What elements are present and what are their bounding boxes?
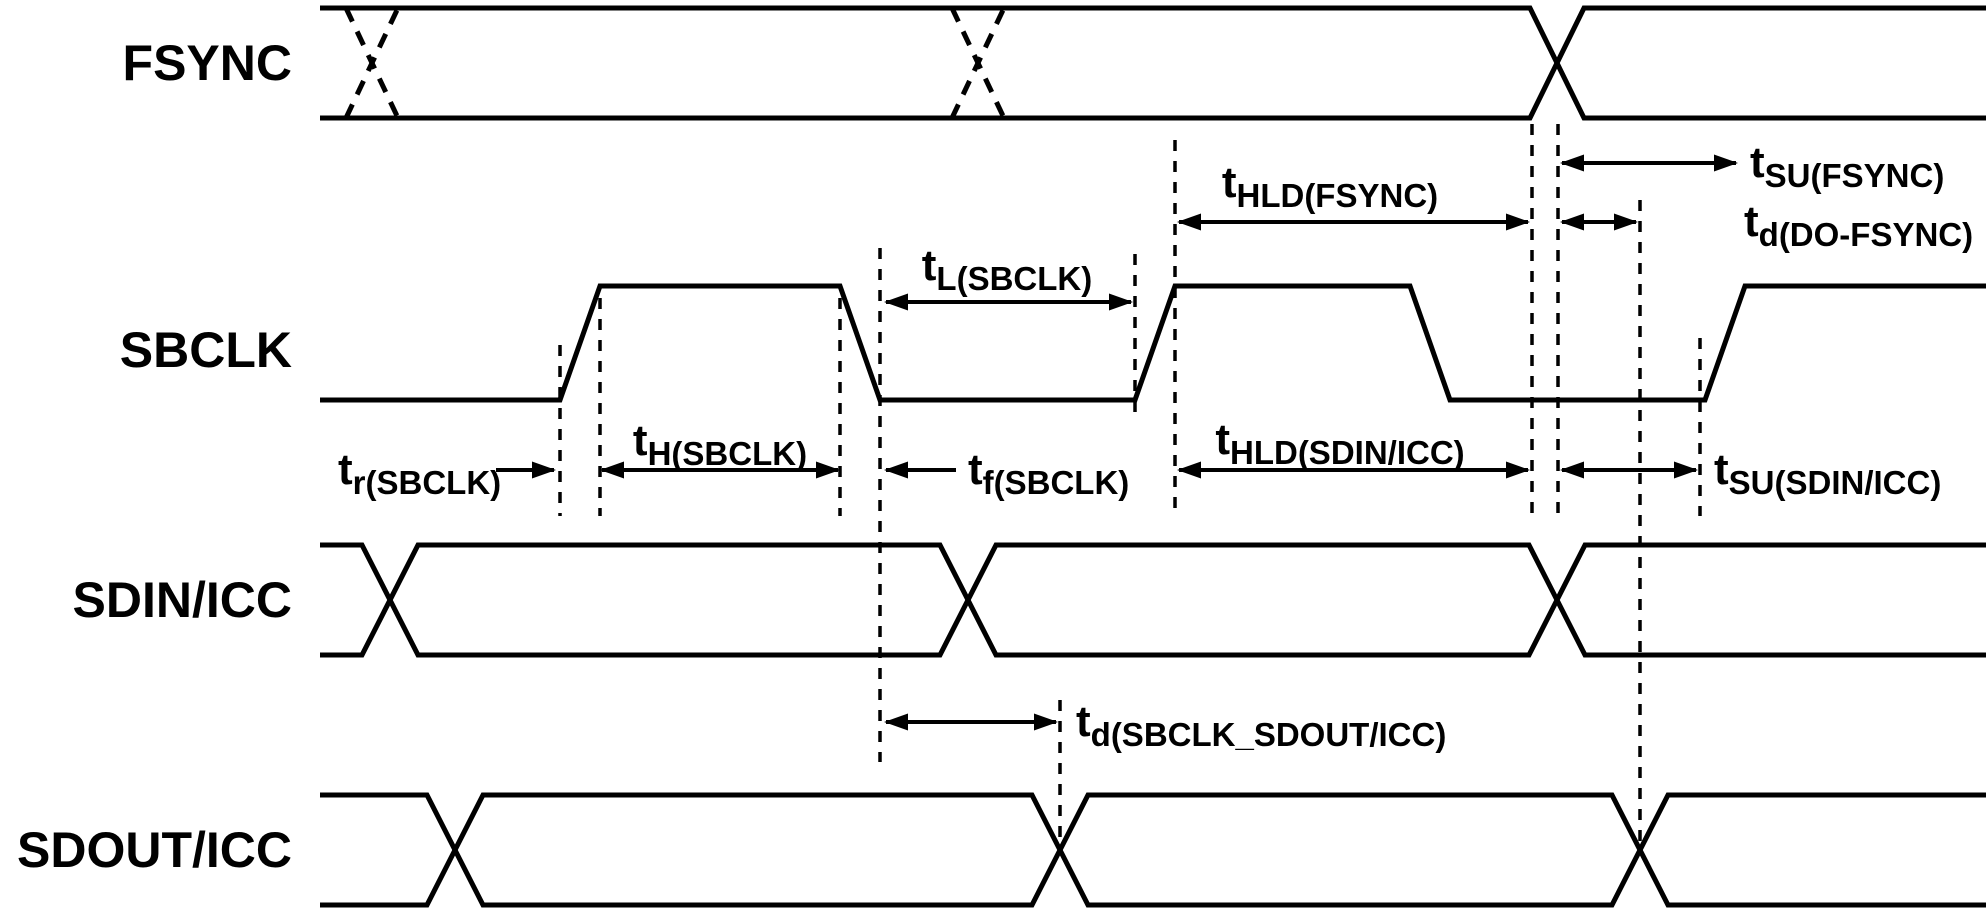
t-d-do-fsync-sub: d(DO-FSYNC): [1758, 216, 1974, 253]
fsync-dont-care-x1b: [343, 6, 401, 120]
fsync-dont-care-x2b: [949, 6, 1007, 120]
fsync-rail-b: [320, 5, 1986, 121]
signal-label-sdout-icc: SDOUT/ICC: [17, 822, 292, 878]
t-d-sdout-base: t: [1076, 697, 1091, 746]
fsync-rail-a: [320, 5, 1986, 121]
timing-reference-lines: [558, 124, 1702, 846]
sbclk-trace: [320, 283, 1986, 403]
t-hld-sdin-sub: HLD(SDIN/ICC): [1230, 434, 1465, 471]
label-t-hld-sdin-icc: tHLD(SDIN/ICC): [1215, 416, 1464, 477]
t-h-base: t: [632, 416, 648, 465]
sbclk-waveform: [320, 283, 1986, 403]
label-t-su-fsync: tSU(FSYNC): [1750, 139, 1944, 200]
signal-label-fsync: FSYNC: [122, 35, 292, 91]
label-t-su-sdin-icc: tSU(SDIN/ICC): [1714, 446, 1941, 507]
label-t-hld-fsync: tHLD(FSYNC): [1222, 159, 1438, 220]
sdin-rail-b: [320, 542, 1986, 658]
t-su-fsync-base: t: [1750, 138, 1765, 187]
t-l-sub: L(SBCLK): [936, 260, 1093, 297]
sdout-rail-b: [320, 792, 1986, 908]
t-f-base: t: [968, 445, 983, 494]
label-t-h-sbclk: tH(SBCLK): [633, 417, 807, 478]
fsync-dont-care-transitions: [343, 6, 1007, 120]
label-t-f-sbclk: tf(SBCLK): [968, 446, 1129, 507]
t-r-sub: r(SBCLK): [352, 464, 502, 501]
label-t-r-sbclk: tr(SBCLK): [338, 446, 501, 507]
label-t-l-sbclk: tL(SBCLK): [922, 242, 1092, 303]
measurement-arrows: [496, 154, 1738, 731]
fsync-waveform: [320, 5, 1986, 121]
t-hld-fsync-sub: HLD(FSYNC): [1236, 177, 1439, 214]
t-f-sub: f(SBCLK): [982, 464, 1130, 501]
signal-label-sdin-icc: SDIN/ICC: [72, 572, 292, 628]
sdout-icc-waveform: [320, 792, 1986, 908]
t-l-base: t: [921, 241, 937, 290]
t-d-sdout-sub: d(SBCLK_SDOUT/ICC): [1090, 716, 1447, 753]
t-su-sdin-base: t: [1714, 445, 1729, 494]
t-d-do-fsync-base: t: [1744, 197, 1759, 246]
t-h-sub: H(SBCLK): [647, 435, 808, 472]
t-su-fsync-sub: SU(FSYNC): [1764, 157, 1945, 194]
signal-label-sbclk: SBCLK: [119, 322, 292, 378]
sdin-rail-a: [320, 542, 1986, 658]
t-r-base: t: [338, 445, 353, 494]
t-hld-fsync-base: t: [1221, 158, 1237, 207]
label-t-d-sbclk-sdout-icc: td(SBCLK_SDOUT/ICC): [1076, 698, 1446, 759]
t-hld-sdin-base: t: [1215, 415, 1230, 464]
label-t-d-do-fsync: td(DO-FSYNC): [1744, 198, 1973, 259]
t-su-sdin-sub: SU(SDIN/ICC): [1728, 464, 1942, 501]
sdout-rail-a: [320, 792, 1986, 908]
sdin-icc-waveform: [320, 542, 1986, 658]
